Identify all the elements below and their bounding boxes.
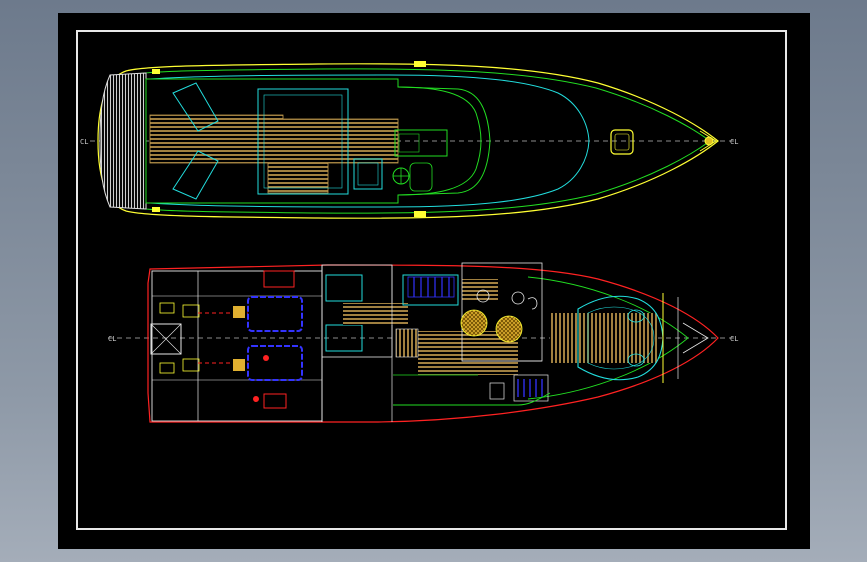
windscreen <box>397 86 482 196</box>
stern-locker <box>150 323 182 355</box>
interior-hull-outline <box>147 264 719 423</box>
helm-dash <box>409 162 433 192</box>
cleat-top-icon <box>414 61 426 67</box>
aft-berth-port <box>325 274 363 302</box>
cockpit-teak-floor <box>149 114 399 194</box>
helm-console <box>394 129 448 157</box>
port-engine <box>247 296 303 332</box>
cleat-bottom-icon <box>414 211 426 217</box>
vberth-pillow-stbd <box>627 353 645 367</box>
cockpit-coaming <box>145 78 491 204</box>
companionway-steps <box>395 328 419 358</box>
saloon-cabinet <box>407 276 455 298</box>
forward-cabin-floor <box>550 313 658 363</box>
wardrobe-lockers <box>513 374 549 402</box>
cl-label-left-2: CL <box>108 335 116 343</box>
cl-label-right: CL <box>730 138 738 146</box>
stern-swim-platform <box>99 72 147 210</box>
port-lounger <box>172 82 219 132</box>
saloon-sofa <box>402 274 459 306</box>
vberth-pillow-port <box>627 309 645 323</box>
deck-rail <box>149 74 590 208</box>
basin-icon <box>495 315 523 343</box>
cl-label-right-2: CL <box>730 335 738 343</box>
boat-drawing: CL CL <box>80 61 738 423</box>
interior-plan-view: CL CL <box>108 262 738 423</box>
shower-drain-icon <box>460 309 488 337</box>
forward-hatch <box>610 129 634 155</box>
saloon-teak-floor <box>343 303 408 325</box>
fuel-tank-stbd <box>263 393 287 409</box>
helm-seat <box>353 158 383 190</box>
cl-label-left: CL <box>80 138 88 146</box>
fuel-tank-port <box>263 270 295 288</box>
starboard-lounger <box>172 150 219 200</box>
aft-sunpad <box>257 88 349 195</box>
starboard-engine <box>247 345 303 381</box>
cad-viewport[interactable]: CL CL <box>58 13 810 549</box>
bow-roller-icon <box>699 130 717 152</box>
interior-bow-tip <box>682 322 709 354</box>
interior-hull-inner <box>527 276 689 400</box>
drawing-sheet-frame <box>76 30 787 530</box>
deck-plan-view: CL CL <box>80 61 738 219</box>
